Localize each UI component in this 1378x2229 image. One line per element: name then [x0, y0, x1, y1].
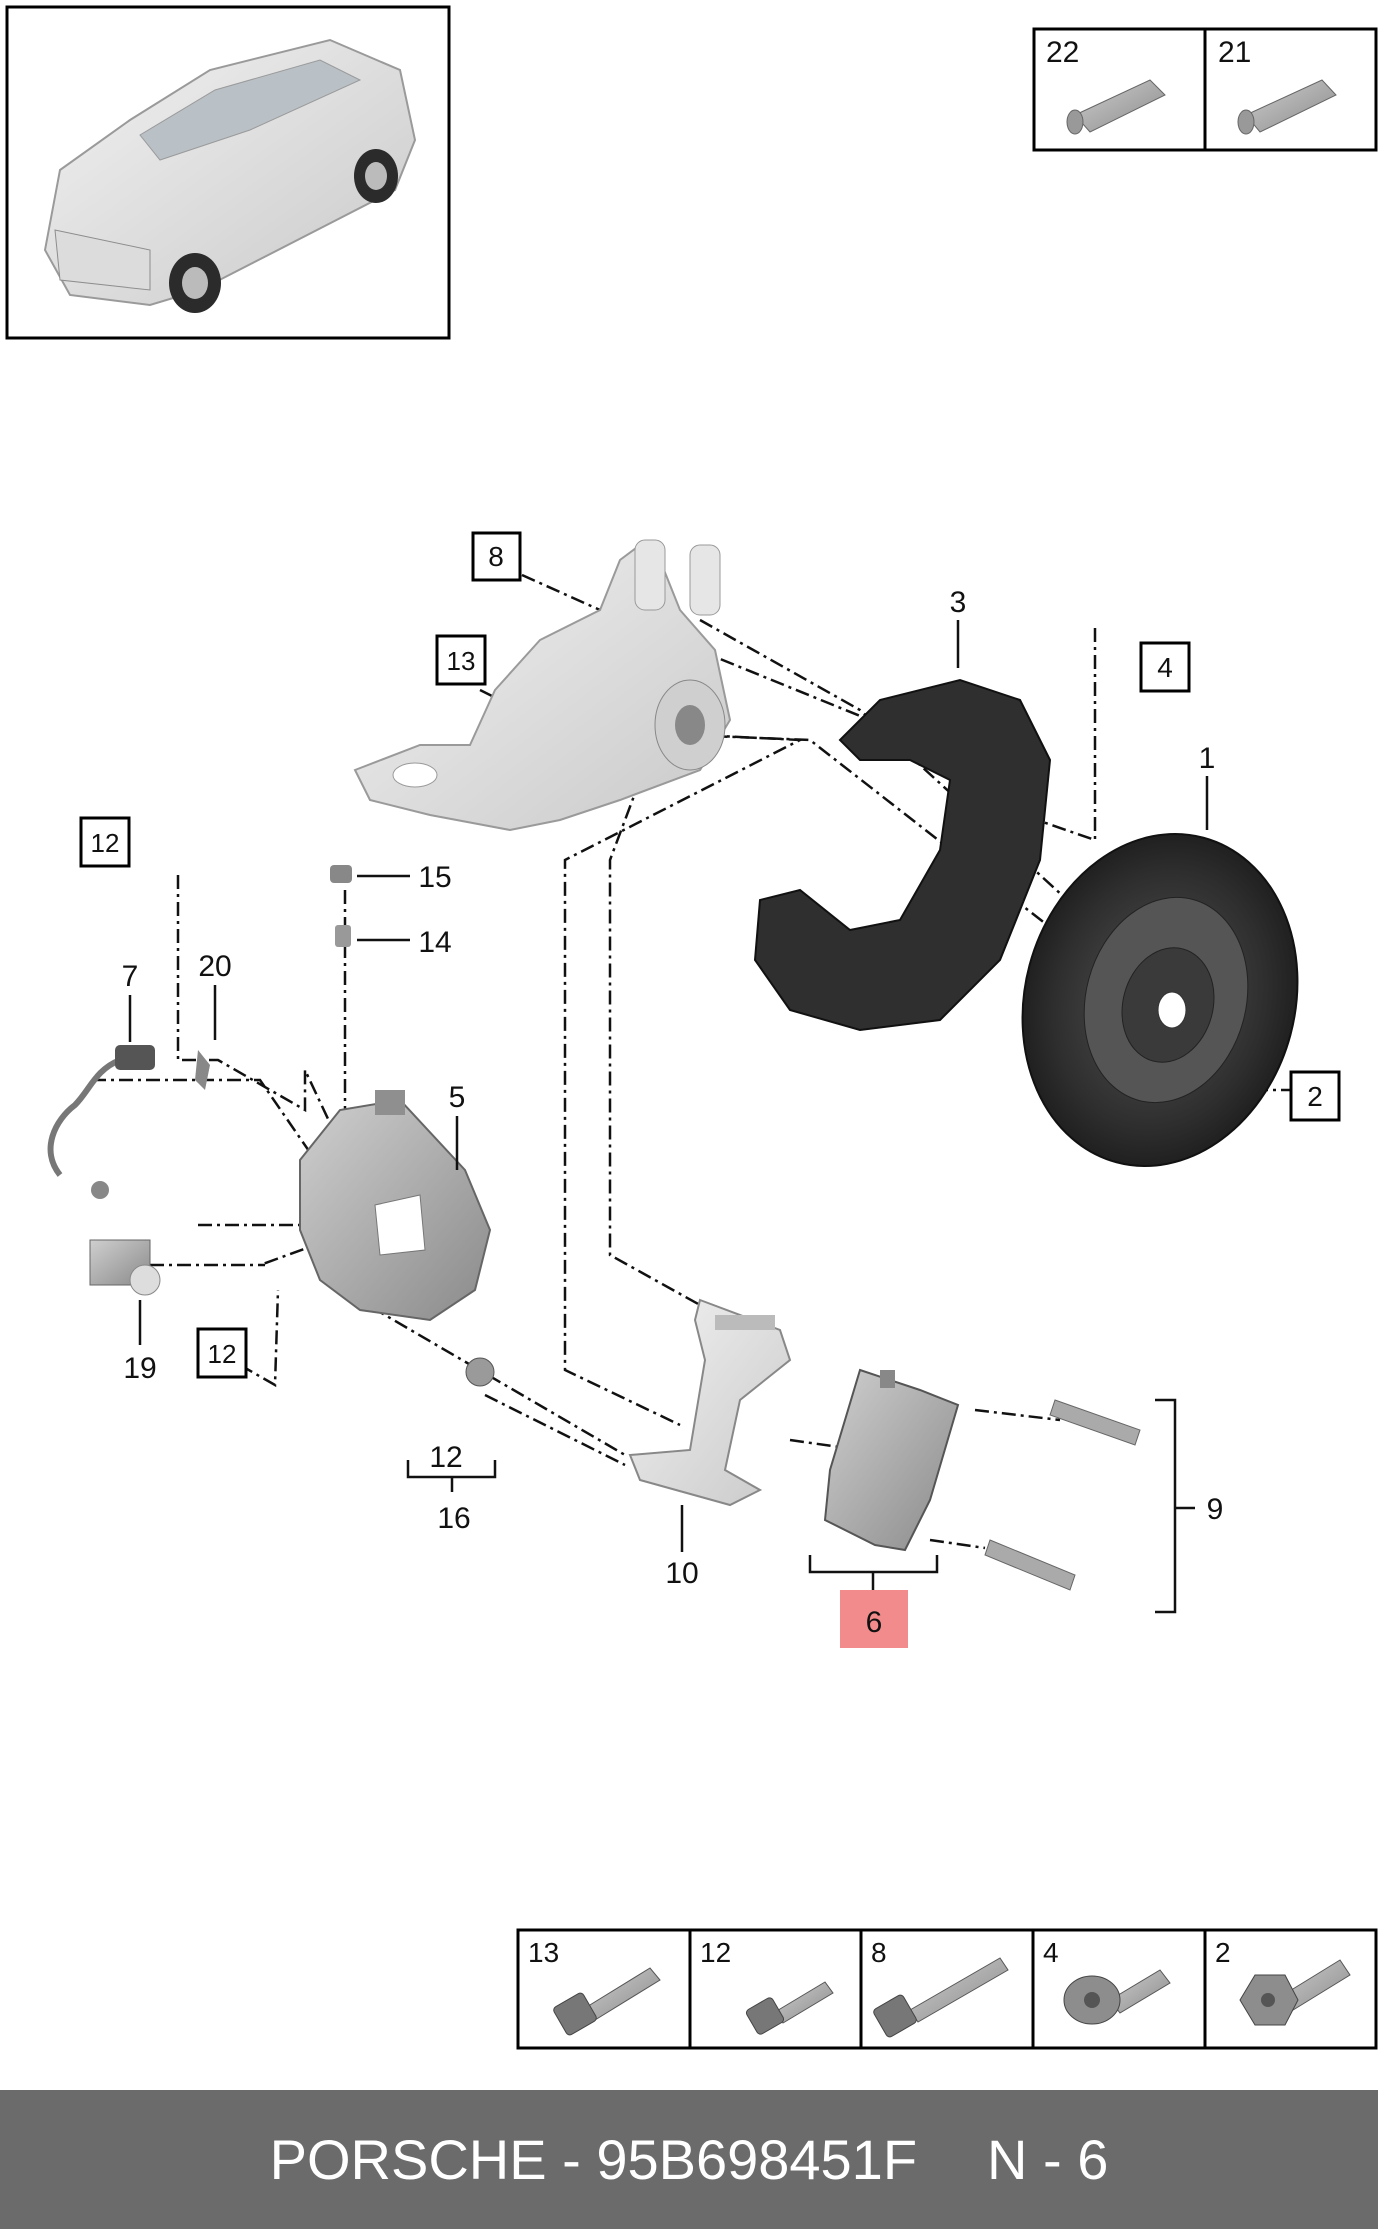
suv-icon [43, 38, 417, 313]
bleeder-valve [330, 865, 352, 947]
callout-5: 5 [449, 1081, 466, 1114]
callout-9: 9 [1207, 1493, 1224, 1526]
bolts-panel: 13 12 8 4 2 [516, 1928, 1378, 2050]
callout-4-box[interactable]: 4 [1139, 641, 1191, 693]
footer-bar: PORSCHE - 95B698451F N - 6 [0, 2090, 1378, 2229]
bolt-cell-12-label: 12 [700, 1937, 731, 1968]
callout-1: 1 [1199, 742, 1216, 775]
steering-knuckle [353, 539, 732, 832]
bolt-cell-2-label: 2 [1215, 1937, 1231, 1968]
clip [195, 1050, 210, 1090]
callout-12-box[interactable]: 12 [79, 816, 131, 868]
grease-panel: 22 21 [1032, 27, 1378, 152]
callout-12-bottom: 12 [429, 1441, 462, 1474]
bolt-cell-13-label: 13 [528, 1937, 559, 1968]
part-number-label: PORSCHE - 95B698451F [269, 2128, 918, 2191]
callout-12-top: 12 [91, 828, 120, 858]
callout-2: 2 [1307, 1081, 1323, 1112]
grease-cell-22-label: 22 [1046, 36, 1079, 69]
bolt-cell-8-label: 8 [871, 1937, 887, 1968]
exploded-parts-diagram: 22 21 [5, 5, 1378, 2050]
page-label: N - 6 [987, 2128, 1109, 2191]
callout-20: 20 [198, 950, 231, 983]
retaining-spring [984, 1539, 1076, 1591]
grease-tube-icon [1066, 79, 1166, 135]
callout-8-box[interactable]: 8 [471, 531, 522, 582]
torx-bolt-icon [1239, 1959, 1351, 2026]
callout-7: 7 [122, 960, 139, 993]
bracket-16 [406, 1460, 497, 1492]
bolt-cell-4-label: 4 [1043, 1937, 1059, 1968]
grease-tube-icon [1237, 79, 1337, 135]
callout-2-box[interactable]: 2 [1289, 1070, 1341, 1122]
callout-6: 6 [866, 1606, 883, 1639]
highlight-part-6 [840, 1590, 908, 1648]
callout-10: 10 [665, 1557, 698, 1590]
callout-13-box[interactable]: 13 [435, 634, 487, 686]
callout-15: 15 [418, 861, 451, 894]
callout-12-box[interactable]: 12 [196, 1327, 248, 1379]
callout-3: 3 [950, 586, 967, 619]
cap [465, 1357, 495, 1387]
vehicle-thumbnail [5, 5, 451, 340]
callout-8: 8 [488, 541, 504, 572]
brake-disc [1021, 833, 1299, 1167]
callout-4: 4 [1157, 652, 1173, 683]
retaining-spring [1049, 1399, 1141, 1446]
caliper-carrier [628, 1298, 792, 1507]
brake-caliper [299, 1090, 492, 1322]
flange-bolt-icon [553, 1967, 661, 2036]
dust-shield [753, 678, 1052, 1032]
flange-bolt-icon [745, 1981, 834, 2035]
callout-16: 16 [437, 1502, 470, 1535]
callout-14: 14 [418, 926, 451, 959]
grease-cell-21-label: 21 [1218, 36, 1251, 69]
callout-13: 13 [447, 646, 476, 676]
wear-sensor [47, 1045, 155, 1199]
callout-12-middle: 12 [208, 1339, 237, 1369]
callout-19: 19 [123, 1352, 156, 1385]
flange-bolt-icon [873, 1957, 1009, 2038]
torx-bolt-icon [1063, 1969, 1171, 2025]
brake-pads [823, 1368, 960, 1552]
sensor-bracket [89, 1239, 161, 1296]
bracket-9 [1155, 1398, 1195, 1614]
bracket-6 [808, 1555, 939, 1590]
